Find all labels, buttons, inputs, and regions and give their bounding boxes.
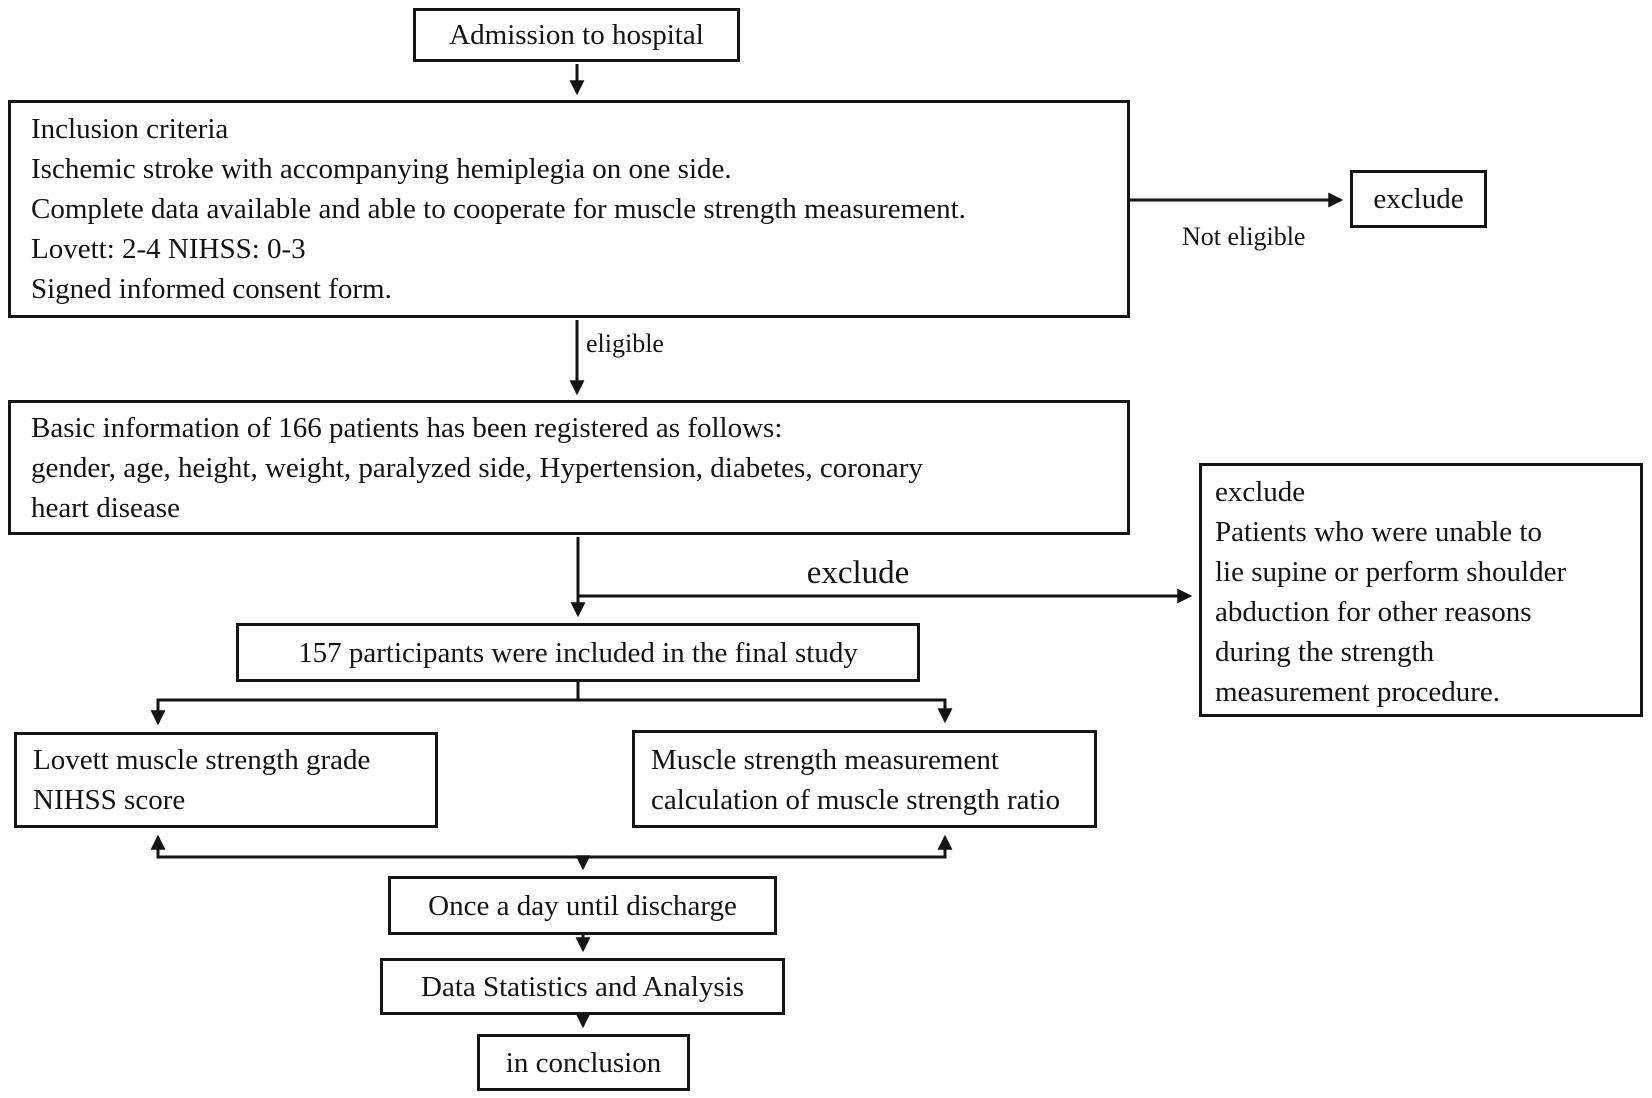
label-eligible: eligible <box>586 329 664 358</box>
exclude-reason-line: lie supine or perform shoulder <box>1215 556 1567 588</box>
node-participants-label: 157 participants were included in the fi… <box>298 636 858 669</box>
measurement-line: calculation of muscle strength ratio <box>651 784 1061 816</box>
node-exclude-reasons: exclude Patients who were unable to lie … <box>1199 463 1643 717</box>
node-muscle-measurement: Muscle strength measurement calculation … <box>632 730 1097 828</box>
node-data-statistics: Data Statistics and Analysis <box>380 958 785 1015</box>
node-once-a-day-label: Once a day until discharge <box>428 889 737 922</box>
inclusion-line: Signed informed consent form. <box>31 273 392 305</box>
label-exclude-branch: exclude <box>806 555 910 591</box>
basic-info-line: heart disease <box>31 492 180 524</box>
label-not-eligible: Not eligible <box>1182 222 1306 251</box>
inclusion-line: Inclusion criteria <box>31 113 229 145</box>
lovett-line: Lovett muscle strength grade <box>33 744 371 776</box>
basic-info-line: gender, age, height, weight, paralyzed s… <box>31 452 923 484</box>
exclude-reason-line: exclude <box>1215 476 1306 508</box>
exclude-reason-line: during the strength <box>1215 636 1435 668</box>
measurement-line: Muscle strength measurement <box>651 744 999 776</box>
node-exclude-top: exclude <box>1350 170 1487 228</box>
node-exclude-top-label: exclude <box>1373 183 1464 215</box>
inclusion-line: Complete data available and able to coop… <box>31 193 966 225</box>
lovett-line: NIHSS score <box>33 784 186 816</box>
inclusion-line: Lovett: 2-4 NIHSS: 0-3 <box>31 233 306 265</box>
node-data-statistics-label: Data Statistics and Analysis <box>421 970 744 1003</box>
node-once-a-day: Once a day until discharge <box>388 876 777 935</box>
basic-info-line: Basic information of 166 patients has be… <box>31 412 783 444</box>
node-admission: Admission to hospital <box>413 8 740 62</box>
node-conclusion-label: in conclusion <box>505 1046 662 1079</box>
node-participants: 157 participants were included in the fi… <box>236 623 920 682</box>
node-inclusion-criteria: Inclusion criteria Ischemic stroke with … <box>8 100 1130 318</box>
node-basic-info: Basic information of 166 patients has be… <box>8 400 1130 535</box>
inclusion-line: Ischemic stroke with accompanying hemipl… <box>31 153 732 185</box>
exclude-reason-line: measurement procedure. <box>1215 676 1501 708</box>
node-admission-label: Admission to hospital <box>449 19 704 51</box>
node-lovett-nihss: Lovett muscle strength grade NIHSS score <box>14 732 438 828</box>
exclude-reason-line: Patients who were unable to <box>1215 516 1542 548</box>
node-conclusion: in conclusion <box>477 1034 690 1091</box>
exclude-reason-line: abduction for other reasons <box>1215 596 1532 628</box>
